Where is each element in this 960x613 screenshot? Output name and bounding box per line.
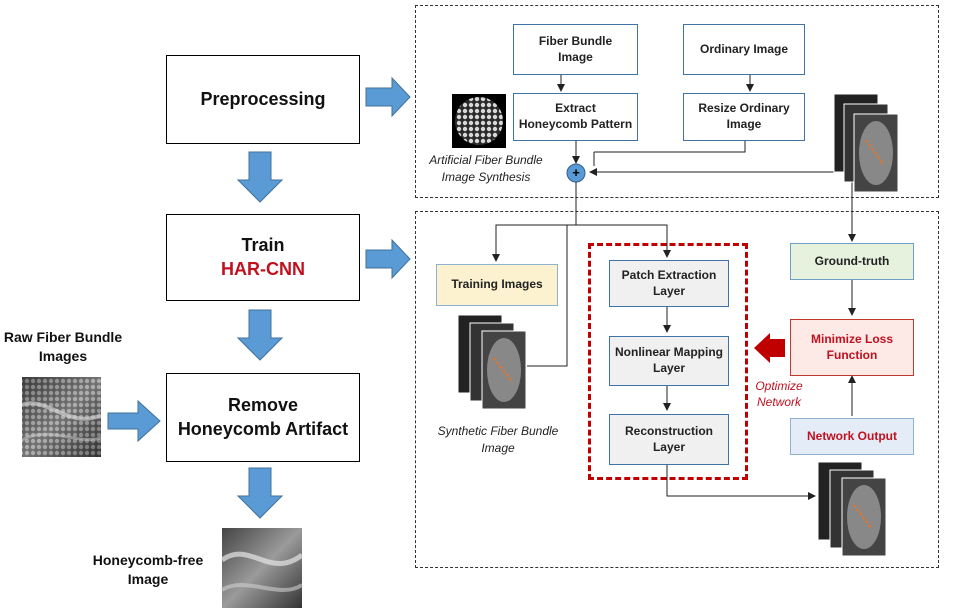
remove-artifact-step: Remove Honeycomb Artifact bbox=[166, 373, 360, 462]
honeycomb-pattern-image bbox=[452, 94, 506, 148]
extract-pattern-box: Extract Honeycomb Pattern bbox=[513, 93, 638, 141]
honeycomb-free-output-image bbox=[220, 528, 304, 608]
output-label: Honeycomb-free Image bbox=[92, 552, 204, 587]
train-label: Train bbox=[241, 235, 285, 256]
patch-extraction-layer: Patch Extraction Layer bbox=[609, 260, 729, 307]
ordinary-image-label: Ordinary Image bbox=[699, 41, 789, 56]
train-panel bbox=[415, 211, 939, 568]
loss-function-label: Minimize Loss Function bbox=[810, 331, 893, 362]
preprocess-panel bbox=[415, 5, 939, 198]
sum-symbol: + bbox=[572, 165, 580, 180]
network-output-box: Network Output bbox=[790, 418, 914, 455]
resize-image-box: Resize Ordinary Image bbox=[683, 93, 805, 141]
reconstruction-label: Reconstruction Layer bbox=[624, 423, 713, 454]
patch-extraction-label: Patch Extraction Layer bbox=[621, 267, 717, 298]
image-stack-preprocess bbox=[833, 93, 899, 193]
training-images-label: Training Images bbox=[451, 277, 543, 292]
train-step: Train HAR-CNN bbox=[166, 214, 360, 301]
nonlinear-mapping-label: Nonlinear Mapping Layer bbox=[615, 345, 723, 375]
fiber-bundle-image-box: Fiber Bundle Image bbox=[513, 24, 638, 75]
block-arrow-down-1 bbox=[236, 151, 284, 203]
remove-artifact-label: Remove Honeycomb Artifact bbox=[177, 395, 349, 439]
block-arrow-down-2 bbox=[236, 309, 284, 361]
preprocessing-label: Preprocessing bbox=[200, 88, 326, 109]
image-stack-output bbox=[817, 461, 887, 557]
har-cnn-network-frame bbox=[588, 243, 748, 480]
preprocessing-step: Preprocessing bbox=[166, 55, 360, 144]
synthesis-caption: Artificial Fiber Bundle Image Synthesis bbox=[429, 153, 543, 184]
block-arrow-right-train bbox=[365, 238, 411, 280]
block-arrow-down-3 bbox=[236, 467, 284, 519]
resize-image-label: Resize Ordinary Image bbox=[698, 101, 790, 131]
loss-function-box: Minimize Loss Function bbox=[790, 319, 914, 376]
model-name: HAR-CNN bbox=[221, 258, 305, 279]
nonlinear-mapping-layer: Nonlinear Mapping Layer bbox=[609, 336, 729, 386]
block-arrow-left-optimize bbox=[754, 333, 785, 363]
raw-fiber-bundle-image bbox=[21, 377, 102, 457]
network-output-label: Network Output bbox=[807, 428, 897, 443]
synthetic-image-caption: Synthetic Fiber Bundle Image bbox=[437, 424, 559, 455]
ordinary-image-box: Ordinary Image bbox=[683, 24, 805, 75]
block-arrow-right-preprocess bbox=[365, 76, 411, 118]
optimize-network-label: Optimize Network bbox=[755, 379, 803, 410]
block-arrow-right-input bbox=[107, 399, 161, 443]
raw-input-label: Raw Fiber Bundle Images bbox=[3, 329, 123, 364]
ground-truth-label: Ground-truth bbox=[814, 253, 890, 268]
image-stack-synthetic bbox=[457, 314, 527, 410]
training-images-box: Training Images bbox=[436, 264, 558, 306]
reconstruction-layer: Reconstruction Layer bbox=[609, 414, 729, 465]
ground-truth-box: Ground-truth bbox=[790, 243, 914, 280]
extract-pattern-label: Extract Honeycomb Pattern bbox=[518, 101, 633, 131]
fiber-bundle-image-label: Fiber Bundle Image bbox=[538, 33, 613, 64]
